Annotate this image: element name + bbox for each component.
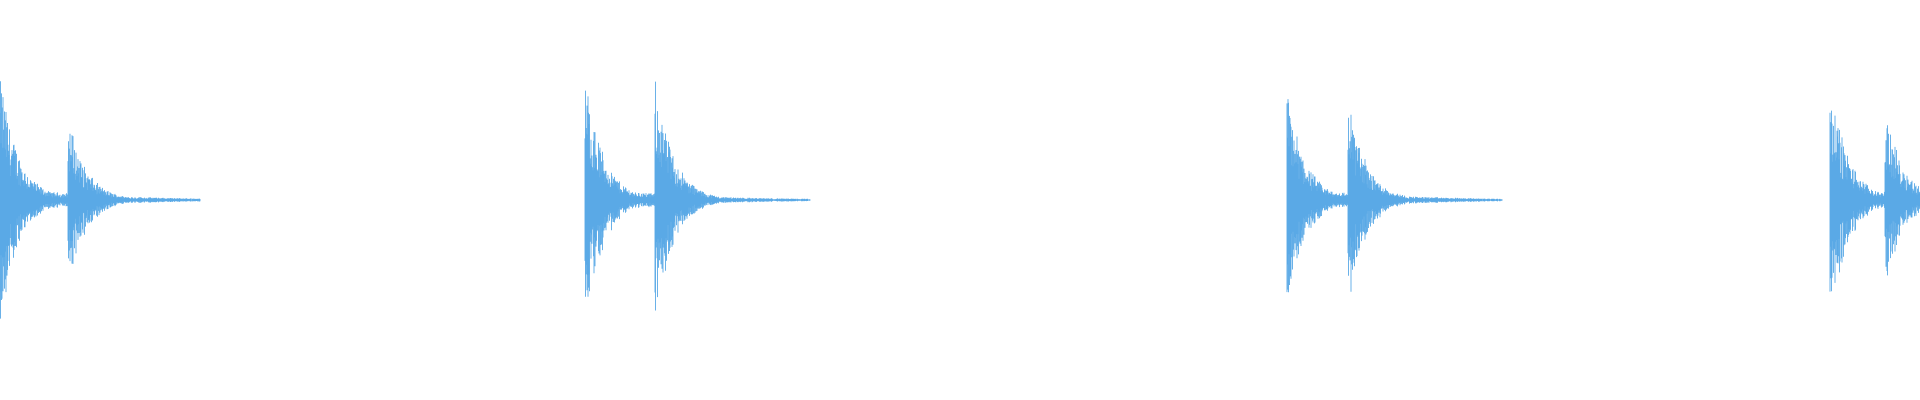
waveform-event-3 bbox=[1286, 99, 1503, 293]
waveform-layer bbox=[0, 81, 1920, 319]
waveform-event-1 bbox=[0, 81, 201, 319]
waveform-trace bbox=[1829, 110, 1920, 292]
waveform-trace bbox=[1286, 99, 1503, 293]
waveform-event-2 bbox=[584, 81, 811, 311]
waveform-trace bbox=[584, 81, 811, 311]
waveform-event-4 bbox=[1829, 110, 1920, 292]
waveform-trace bbox=[0, 81, 201, 319]
